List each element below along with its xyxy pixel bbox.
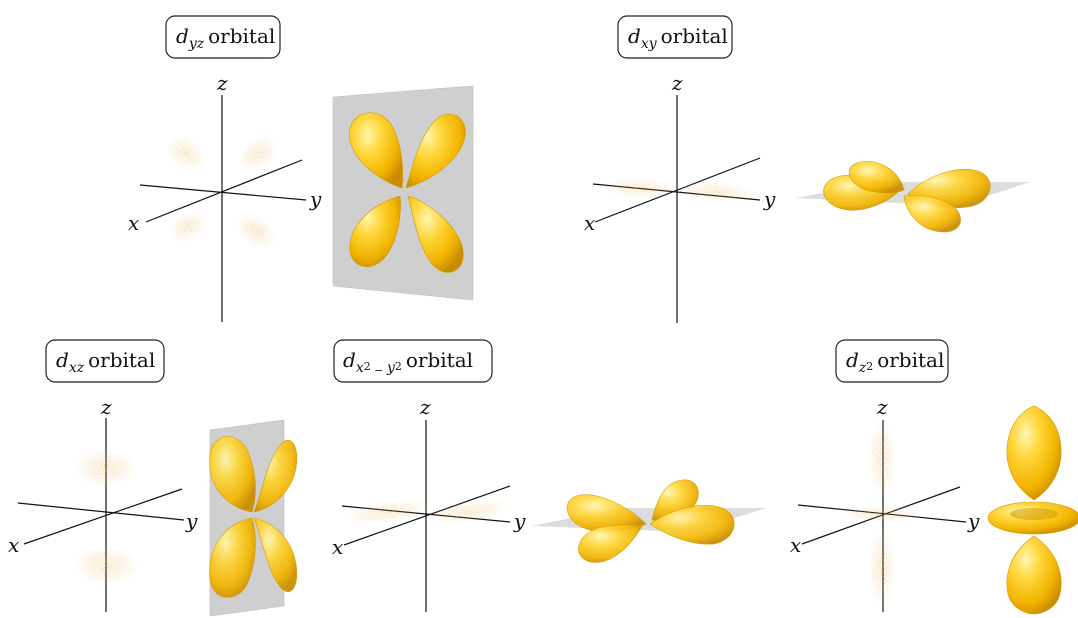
orbital-lobe [1007, 406, 1061, 500]
density-lobe [423, 495, 513, 529]
y-axis-label: y [763, 187, 776, 211]
y-axis-label: y [967, 509, 980, 533]
y-axis-label: y [513, 509, 526, 533]
y-axis [140, 185, 306, 200]
density-lobe [159, 128, 212, 178]
surface-dyz [333, 86, 473, 300]
density-lobe [72, 545, 140, 585]
density-cloud-dz2 [840, 418, 924, 608]
z-axis-label: z [671, 71, 683, 95]
axes-dyz: z y x [128, 71, 322, 322]
z-axis-label: z [216, 71, 228, 95]
z-axis-label: z [419, 395, 431, 419]
x-axis-label: x [584, 211, 595, 235]
surface-dz2 [988, 406, 1078, 614]
density-cloud-dx2y2 [343, 495, 513, 529]
density-lobe [868, 418, 896, 498]
x-axis-label: x [332, 535, 343, 559]
density-cloud-dxy [600, 176, 757, 204]
surface-dxz [209, 420, 296, 616]
x-axis [146, 160, 302, 222]
x-axis [24, 489, 182, 544]
surface-dxy [796, 161, 1030, 232]
density-lobe [343, 495, 433, 529]
torus-hole [1010, 508, 1058, 520]
density-torus [840, 505, 924, 523]
density-lobe [231, 129, 284, 179]
y-axis-label: y [185, 509, 198, 533]
z-axis-label: z [876, 395, 888, 419]
density-lobe [868, 528, 896, 608]
orbital-lobe [578, 525, 642, 563]
density-lobe [74, 448, 138, 488]
x-axis-label: x [790, 533, 801, 557]
z-axis-label: z [100, 395, 112, 419]
density-lobe [229, 206, 282, 256]
density-lobe [600, 176, 681, 200]
density-lobe [676, 180, 757, 204]
density-lobe [163, 204, 212, 250]
x-axis-label: x [128, 211, 139, 235]
surface-dx2y2 [532, 480, 766, 563]
y-axis-label: y [309, 187, 322, 211]
orbital-lobe [1007, 536, 1061, 614]
x-axis-label: x [8, 533, 19, 557]
